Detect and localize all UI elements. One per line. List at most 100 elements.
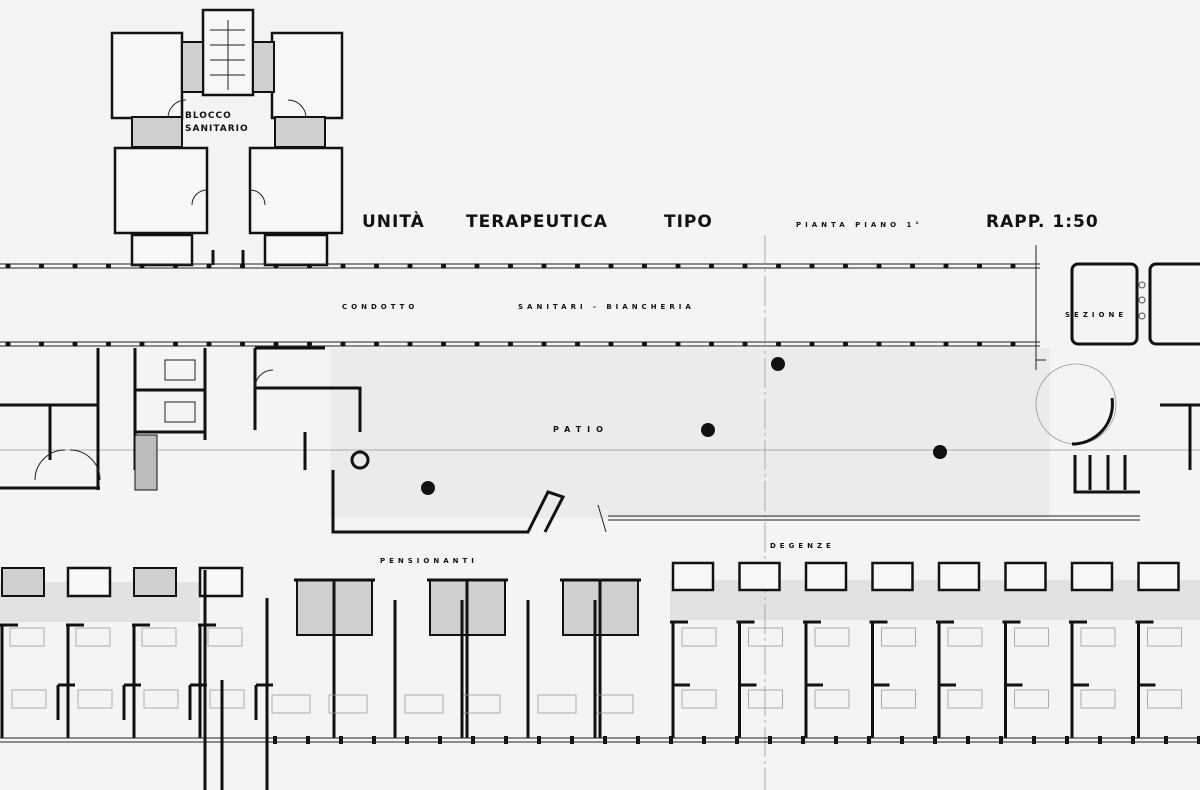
column-dot xyxy=(574,341,581,347)
bed xyxy=(947,627,983,647)
mullion xyxy=(735,736,739,744)
bed xyxy=(814,627,850,647)
bed xyxy=(143,689,179,709)
column-dot xyxy=(943,341,949,347)
patient-rooms xyxy=(0,561,1182,738)
mullion xyxy=(537,736,541,744)
mullion xyxy=(768,736,772,744)
ward-wall xyxy=(0,623,75,738)
bed xyxy=(271,694,311,714)
column-dot xyxy=(675,263,681,269)
bed xyxy=(328,694,368,714)
service-room xyxy=(1070,561,1114,592)
ward-wall xyxy=(736,620,757,738)
column-dot xyxy=(139,263,145,269)
ward-wall xyxy=(936,620,956,738)
column-dot xyxy=(373,263,380,269)
title-unita: UNITÀ xyxy=(362,210,425,232)
column-dot xyxy=(742,263,748,269)
service-room xyxy=(1137,561,1180,592)
column-dot xyxy=(340,341,346,347)
column-dot xyxy=(38,263,45,269)
left-wing-rooms xyxy=(0,346,370,491)
column-dot xyxy=(876,263,882,269)
bed xyxy=(881,627,916,647)
label-condotto: CONDOTTO xyxy=(342,303,418,311)
column-dot xyxy=(675,341,681,347)
bed xyxy=(1147,689,1182,709)
ward-wall xyxy=(1069,620,1089,738)
column-dot xyxy=(72,341,78,347)
bed xyxy=(1147,627,1182,647)
subtitle-pianta: PIANTA PIANO 1° xyxy=(796,221,923,229)
bed xyxy=(537,694,577,714)
mullion xyxy=(702,736,706,744)
mullion xyxy=(339,736,343,744)
bed xyxy=(748,689,783,709)
title-terapeutica: TERAPEUTICA xyxy=(466,212,608,232)
column-dot xyxy=(1010,341,1016,347)
ward-wall xyxy=(132,623,207,738)
column-dot xyxy=(474,263,480,269)
column-dot xyxy=(105,341,112,347)
column-dot xyxy=(407,341,413,347)
column-dot xyxy=(206,341,212,347)
column-dot xyxy=(541,341,547,347)
bed xyxy=(209,689,245,709)
column-dot xyxy=(239,341,246,347)
column-dot xyxy=(340,263,346,269)
mullion xyxy=(900,736,904,744)
blocco-label-1: BLOCCO xyxy=(185,111,232,121)
column-dot xyxy=(38,341,45,347)
column-dot xyxy=(842,341,849,347)
mullion xyxy=(471,736,475,744)
label-sezione: SEZIONE xyxy=(1065,311,1127,319)
mullion xyxy=(273,736,277,744)
service-room xyxy=(871,561,914,592)
mullion xyxy=(504,736,508,744)
column-dot xyxy=(306,263,313,269)
column-dot xyxy=(909,263,916,269)
mullion xyxy=(306,736,310,744)
patio-trees xyxy=(421,357,947,495)
mullion xyxy=(1032,736,1036,744)
bed xyxy=(814,689,850,709)
mullion xyxy=(1131,736,1135,744)
column-dot xyxy=(809,341,815,347)
column-dot xyxy=(708,263,715,269)
mullion xyxy=(834,736,838,744)
column-dot xyxy=(273,263,279,269)
column-dot xyxy=(172,341,179,347)
service-room xyxy=(198,566,244,598)
mullion xyxy=(669,736,673,744)
mullion xyxy=(1098,736,1102,744)
column-dot xyxy=(976,263,983,269)
mullion xyxy=(570,736,574,744)
column-dot xyxy=(474,341,480,347)
column-dot xyxy=(943,263,949,269)
label-sanitari-biancheria: SANITARI - BIANCHERIA xyxy=(518,303,695,311)
column-markers xyxy=(5,263,1200,744)
ward-wall xyxy=(198,623,273,738)
bed xyxy=(9,627,45,647)
column-dot xyxy=(72,263,78,269)
patio-south-wall xyxy=(331,470,566,534)
column-dot xyxy=(306,341,313,347)
service-room xyxy=(66,566,112,598)
column-dot xyxy=(373,341,380,347)
column-dot xyxy=(239,263,246,269)
mullion xyxy=(966,736,970,744)
mullion xyxy=(1197,736,1200,744)
patio-area xyxy=(330,348,1050,518)
service-room xyxy=(738,561,781,592)
mullion xyxy=(933,736,937,744)
column-dot xyxy=(273,341,279,347)
column-dot xyxy=(541,263,547,269)
mullion xyxy=(801,736,805,744)
bed xyxy=(141,627,177,647)
column-dot xyxy=(507,263,514,269)
ward-wall xyxy=(869,620,890,738)
mullion xyxy=(1164,736,1168,744)
ward-wall xyxy=(1002,620,1023,738)
column-dot xyxy=(608,341,614,347)
